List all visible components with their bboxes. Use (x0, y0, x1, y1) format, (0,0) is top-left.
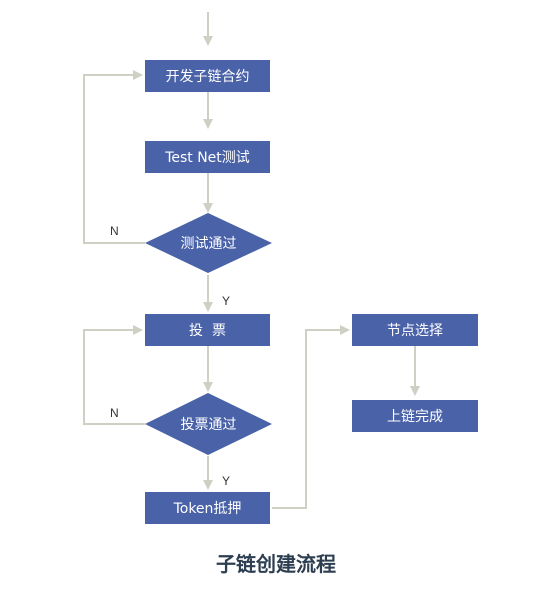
vote-passed-label: 投票通过 (180, 417, 237, 433)
test-passed-label: 测试通过 (180, 236, 237, 252)
token-staking-node: Token抵押 (145, 492, 270, 524)
go-live-node: 上链完成 (352, 400, 478, 432)
arrow-token-to-node-selection (272, 325, 350, 509)
loop-vote-failed (83, 325, 145, 425)
loop-test-failed (83, 70, 145, 244)
develop-contract-node: 开发子链合约 (145, 60, 270, 92)
diagram-caption: 子链创建流程 (216, 552, 336, 576)
vote-no-label: N (110, 406, 119, 420)
testnet-test-node: Test Net测试 (145, 141, 270, 173)
decision-test-passed-shape (145, 213, 272, 273)
test-no-label: N (110, 224, 119, 238)
node-selection-node: 节点选择 (352, 314, 478, 346)
vote-yes-label: Y (222, 474, 231, 488)
decision-vote-passed-shape (145, 393, 272, 455)
vote-node: 投 票 (145, 314, 270, 346)
test-yes-label: Y (222, 294, 231, 308)
